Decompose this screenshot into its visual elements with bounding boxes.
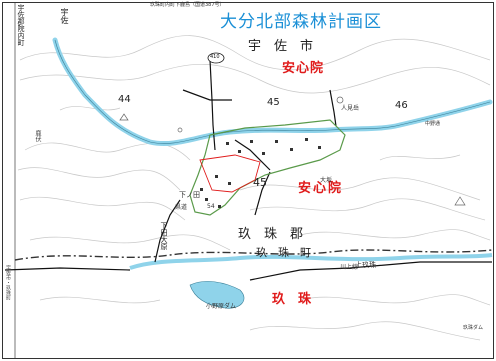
district-anshinin-north: 安心院 (282, 61, 325, 76)
compartment-45-center: 45 (253, 176, 267, 189)
river-south (129, 253, 493, 270)
place-jinkannon: 人見岳 (341, 105, 360, 112)
place-rail: 川上線 (340, 264, 359, 271)
place-bottom-right: 玖珠ダム (463, 325, 484, 331)
route-shield (207, 52, 225, 64)
compartment-45-boundary (189, 119, 346, 216)
roads (4, 59, 492, 281)
place-shimoda-ohara: 下田大原 (160, 222, 168, 250)
place-num-54: 54 (207, 203, 215, 210)
place-osaka: 大坂 (320, 177, 333, 184)
header-note: 玖珠町内町下鹿島（国道387号） (150, 2, 225, 8)
place-left-edge: 宇佐市・玖珠町 (5, 265, 11, 300)
place-nakanodori: 中野通 (425, 121, 441, 127)
compartment-45: 45 (267, 97, 280, 108)
dam-lake (189, 281, 245, 309)
place-pref-road: 県道 (175, 204, 188, 211)
map-symbols (119, 96, 466, 206)
place-kobara-dam: 小野原ダム (206, 303, 237, 310)
kusu-town-label: 玖 珠 町 (256, 246, 311, 259)
compartment-44: 44 (118, 94, 131, 105)
river (52, 37, 493, 147)
municipal-boundary (14, 249, 493, 261)
district-anshinin-south: 安心院 (298, 181, 344, 196)
subcompartment-boundary (199, 154, 261, 193)
place-kamikusu: 上玖珠 (355, 261, 376, 269)
district-kusu: 玖 珠 (272, 292, 312, 307)
compartment-46: 46 (395, 100, 408, 111)
contour-lines (17, 35, 491, 341)
river-bank (54, 39, 491, 144)
corner-label: 宇佐 (60, 8, 69, 24)
route-number: 410 (210, 54, 220, 60)
left-vertical-label: 宇佐郡院内町 (17, 4, 25, 46)
usa-city-label: 宇 佐 市 (248, 39, 314, 54)
map-title: 大分北部森林計画区 (220, 12, 382, 32)
kusu-county-label: 玖 珠 郡 (238, 227, 304, 242)
place-shimonoda: 下ノ田 (179, 191, 200, 199)
place-left-note: 鹿伏 (34, 130, 41, 142)
settlement-marks (200, 138, 321, 208)
